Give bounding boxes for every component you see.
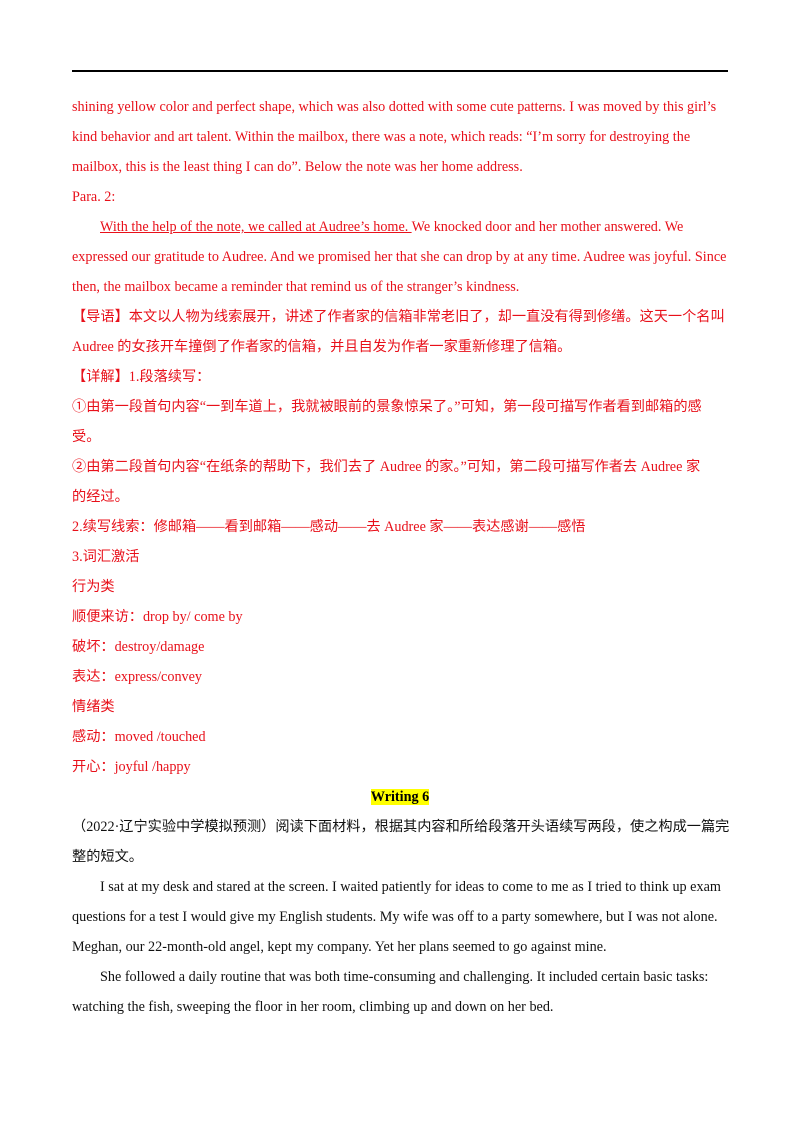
guide-tag: 【导语】: [72, 309, 129, 325]
para2-opening-sentence: With the help of the note, we called at …: [100, 219, 412, 235]
answer-line: mailbox, this is the least thing I can d…: [72, 159, 523, 175]
guide-line: Audree 的女孩开车撞倒了作者家的信箱，并且自发为作者一家重新修理了信箱。: [72, 339, 572, 355]
detail-line: 破坏：destroy/damage: [72, 639, 205, 655]
section-title: Writing 6: [72, 782, 728, 812]
para2-first-line: With the help of the note, we called at …: [72, 212, 728, 242]
guide-line: 【导语】本文以人物为线索展开，讲述了作者家的信箱非常老旧了，却一直没有得到修缮。…: [72, 302, 728, 332]
passage-line: Meghan, our 22-month-old angel, kept my …: [72, 939, 607, 955]
guide-text: 本文以人物为线索展开，讲述了作者家的信箱非常老旧了，却一直没有得到修缮。这天一个…: [128, 309, 725, 325]
passage-line: I sat at my desk and stared at the scree…: [100, 879, 721, 895]
detail-line: 开心：joyful /happy: [72, 759, 191, 775]
document-body: shining yellow color and perfect shape, …: [72, 92, 730, 1022]
answer-line: then, the mailbox became a reminder that…: [72, 279, 520, 295]
passage-line: She followed a daily routine that was bo…: [100, 969, 709, 985]
section-title-text: Writing 6: [370, 789, 430, 805]
detail-line: 表达：express/convey: [72, 669, 203, 685]
para-label: Para. 2:: [72, 189, 116, 205]
detail-line: 情绪类: [72, 699, 115, 715]
detail-line: 3.词汇激活: [72, 549, 140, 565]
detail-line: 的经过。: [72, 489, 129, 505]
question-line: （2022·辽宁实验中学模拟预测）阅读下面材料，根据其内容和所给段落开头语续写两…: [72, 819, 730, 835]
detail-line: 2.续写线索：修邮箱——看到邮箱——感动——去 Audree 家——表达感谢——…: [72, 519, 586, 535]
question-line: 整的短文。: [72, 849, 143, 865]
header-rule: [72, 70, 728, 72]
detail-line: ①由第一段首句内容“一到车道上，我就被眼前的景象惊呆了。”可知，第一段可描写作者…: [72, 399, 702, 415]
detail-tag: 【详解】: [72, 369, 129, 385]
answer-line: expressed our gratitude to Audree. And w…: [72, 249, 727, 265]
para2-first-line-rest: We knocked door and her mother answered.…: [411, 219, 684, 235]
passage-line: questions for a test I would give my Eng…: [72, 909, 718, 925]
detail-line: 感动：moved /touched: [72, 729, 206, 745]
detail-heading: 【详解】1.段落续写：: [72, 362, 728, 392]
detail-line: 顺便来访：drop by/ come by: [72, 609, 243, 625]
detail-line: 受。: [72, 429, 101, 445]
detail-line: 行为类: [72, 579, 115, 595]
detail-line: ②由第二段首句内容“在纸条的帮助下，我们去了 Audree 的家。”可知，第二段…: [72, 459, 701, 475]
answer-line: shining yellow color and perfect shape, …: [72, 99, 717, 115]
passage-line: watching the fish, sweeping the floor in…: [72, 999, 554, 1015]
detail-heading-text: 1.段落续写：: [128, 369, 211, 385]
answer-line: kind behavior and art talent. Within the…: [72, 129, 691, 145]
